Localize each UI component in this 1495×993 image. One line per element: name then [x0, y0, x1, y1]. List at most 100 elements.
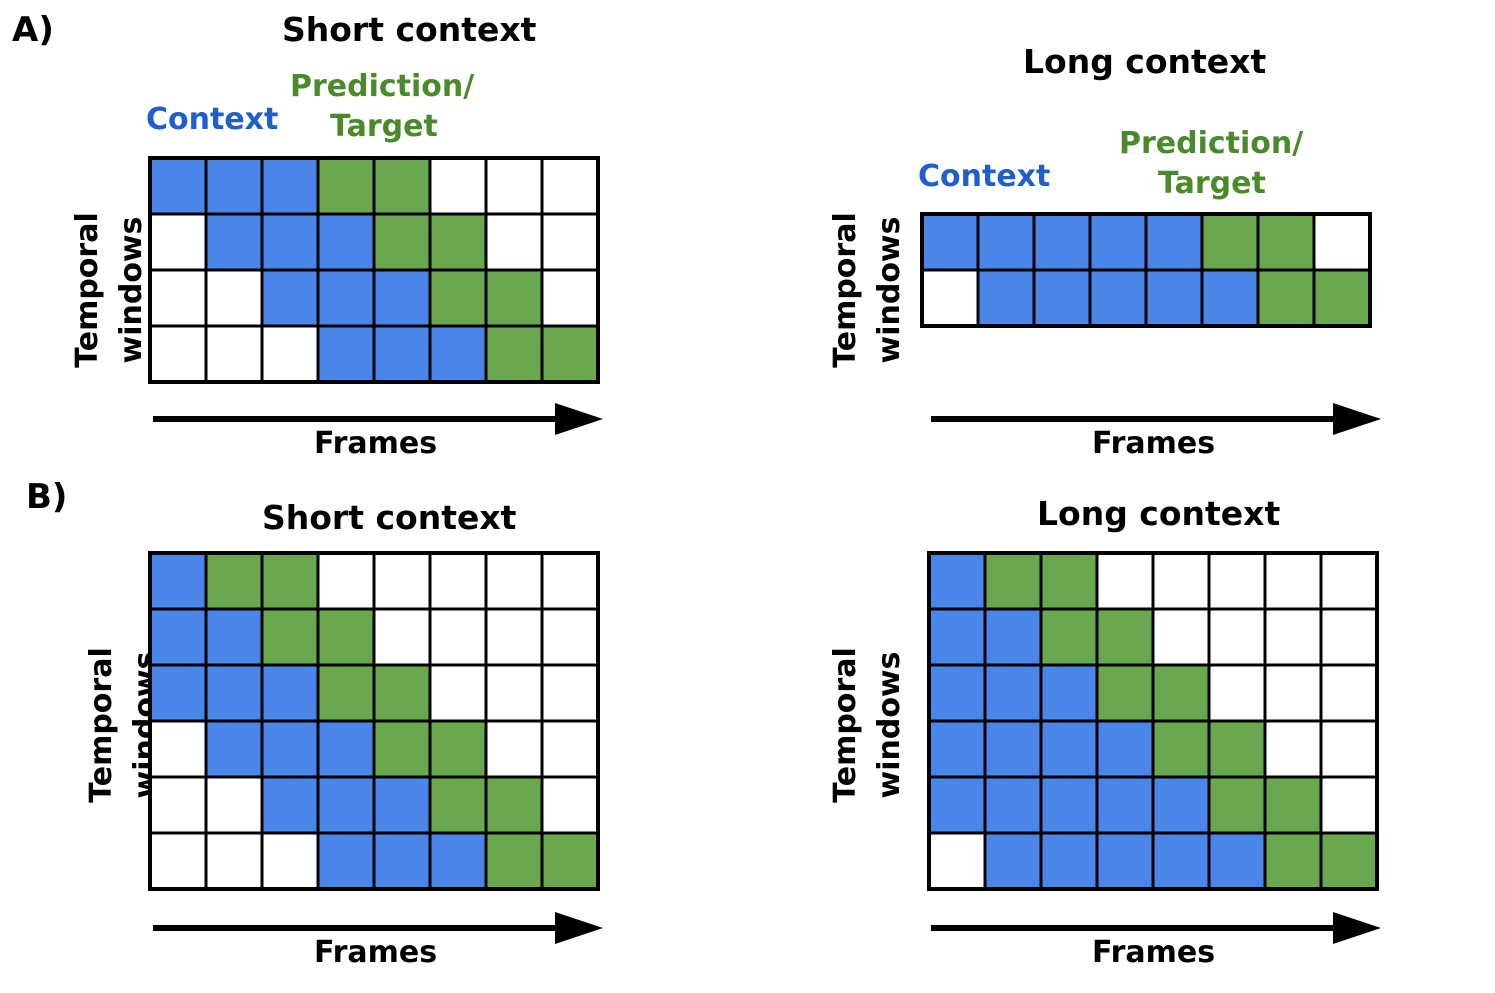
context-cell [983, 775, 1043, 835]
panel-b-short-x-axis-label: Frames [314, 935, 438, 970]
prediction-cell [1263, 831, 1323, 891]
context-cell [1088, 212, 1148, 272]
empty-cell [260, 324, 320, 384]
context-cell [1207, 831, 1267, 891]
prediction-cell [1207, 775, 1267, 835]
panel-a-long-x-axis-label: Frames [1092, 426, 1216, 461]
context-cell [260, 268, 320, 328]
context-cell [316, 324, 376, 384]
empty-cell [428, 663, 488, 723]
empty-cell [1207, 551, 1267, 611]
context-cell [260, 156, 320, 216]
context-cell [1032, 268, 1092, 328]
context-cell [927, 551, 987, 611]
panel-a-long-title: Long context [1023, 42, 1267, 81]
context-cell [1095, 719, 1155, 779]
prediction-cell [428, 212, 488, 272]
panel-a-long-context-label: Context [918, 159, 1051, 194]
context-cell [1039, 719, 1099, 779]
panel-b-long-x-axis-label: Frames [1092, 935, 1216, 970]
context-cell [983, 719, 1043, 779]
prediction-cell [1207, 719, 1267, 779]
prediction-cell [1039, 607, 1099, 667]
context-cell [1095, 831, 1155, 891]
panel-a-short-title: Short context [282, 10, 537, 49]
prediction-cell [204, 551, 264, 611]
empty-cell [484, 551, 544, 611]
empty-cell [927, 831, 987, 891]
grid-outline [920, 212, 1372, 328]
empty-cell [1319, 607, 1379, 667]
prediction-cell [316, 156, 376, 216]
context-cell [1144, 212, 1204, 272]
context-cell [260, 212, 320, 272]
panel-b-long-title: Long context [1037, 494, 1281, 533]
prediction-cell [1095, 607, 1155, 667]
context-cell [372, 268, 432, 328]
grid-outline [148, 156, 600, 384]
prediction-cell [1263, 775, 1323, 835]
grid-outline [148, 551, 600, 891]
prediction-cell [1256, 268, 1316, 328]
empty-cell [920, 268, 980, 328]
panel-a-short-context-label: Context [146, 102, 279, 137]
context-cell [1151, 831, 1211, 891]
empty-cell [1207, 663, 1267, 723]
prediction-cell [983, 551, 1043, 611]
empty-cell [1319, 663, 1379, 723]
context-cell [927, 719, 987, 779]
empty-cell [1263, 663, 1323, 723]
panel-a-long-prediction-label: Prediction/ [1119, 126, 1304, 161]
empty-cell [1151, 607, 1211, 667]
empty-cell [1095, 551, 1155, 611]
empty-cell [1263, 607, 1323, 667]
prediction-cell [428, 775, 488, 835]
empty-cell [540, 775, 600, 835]
context-cell [983, 607, 1043, 667]
prediction-cell [1319, 831, 1379, 891]
panel-b-short-title: Short context [262, 498, 517, 537]
prediction-cell [1039, 551, 1099, 611]
prediction-cell [1151, 663, 1211, 723]
panel-a-long-target-label: Target [1158, 166, 1266, 201]
empty-cell [1263, 551, 1323, 611]
context-cell [983, 831, 1043, 891]
context-cell [1095, 775, 1155, 835]
context-cell [316, 212, 376, 272]
grid-outline [927, 551, 1379, 891]
prediction-cell [1151, 719, 1211, 779]
prediction-cell [540, 324, 600, 384]
panel-b-short-frames-arrow [153, 912, 603, 944]
context-cell [983, 663, 1043, 723]
empty-cell [1319, 551, 1379, 611]
empty-cell [1207, 607, 1267, 667]
context-cell [1151, 775, 1211, 835]
panel-a-label: A) [12, 10, 54, 50]
panel-a-short-prediction-label: Prediction/ [290, 69, 475, 104]
context-cell [316, 719, 376, 779]
panel-a-short-x-axis-label: Frames [314, 426, 438, 461]
panel-a-short-target-label: Target [330, 109, 438, 144]
panel-a-long-frames-arrow [931, 403, 1381, 435]
empty-cell [1319, 775, 1379, 835]
panel-a-short-frames-arrow [153, 403, 603, 435]
panel-b-label: B) [26, 477, 68, 517]
context-cell [1039, 663, 1099, 723]
context-cell [927, 775, 987, 835]
empty-cell [540, 268, 600, 328]
context-cell [148, 607, 208, 667]
empty-cell [1151, 551, 1211, 611]
prediction-cell [1095, 663, 1155, 723]
panel-b-long-frames-arrow [931, 912, 1381, 944]
empty-cell [1263, 719, 1323, 779]
context-cell [204, 663, 264, 723]
prediction-cell [372, 663, 432, 723]
context-cell [927, 663, 987, 723]
context-cell [1039, 775, 1099, 835]
context-cell [316, 775, 376, 835]
empty-cell [1319, 719, 1379, 779]
